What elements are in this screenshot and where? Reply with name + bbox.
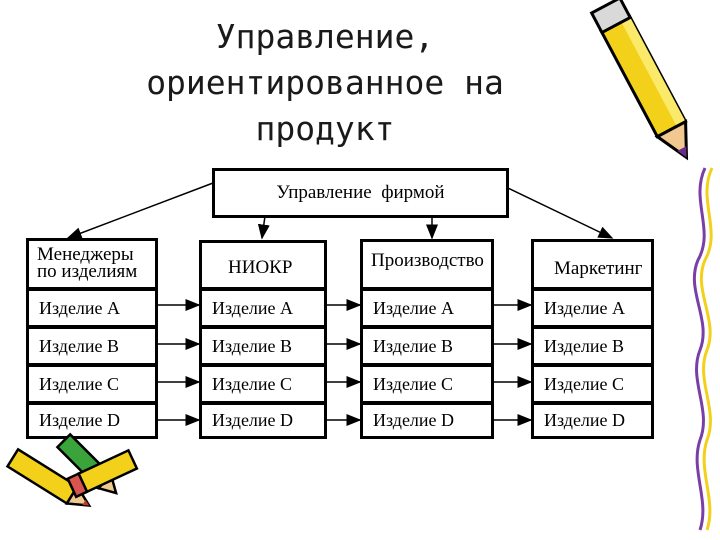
- title-line-3: продукт: [255, 109, 395, 148]
- header-line-1: Менеджеры: [37, 244, 134, 265]
- list-item: Изделие В: [199, 326, 327, 366]
- header-line-2: по изделиям: [37, 261, 138, 282]
- list-item: Изделие А: [531, 288, 654, 328]
- header-label: Производство: [371, 250, 484, 271]
- list-item: Изделие В: [531, 326, 654, 366]
- list-item: Изделие D: [26, 402, 158, 439]
- title-line-2: ориентированное на: [146, 63, 504, 102]
- management-box: Управление фирмой: [212, 168, 509, 218]
- column-header-marketing: Маркетинг: [531, 239, 654, 290]
- header-label: Маркетинг: [554, 258, 643, 279]
- list-item: Изделие А: [199, 288, 327, 328]
- list-item: Изделие В: [26, 326, 158, 366]
- list-item: Изделие D: [199, 402, 327, 439]
- header-label: НИОКР: [228, 257, 293, 278]
- list-item: Изделие В: [360, 326, 494, 366]
- management-label: Управление фирмой: [276, 182, 445, 203]
- list-item: Изделие С: [199, 364, 327, 404]
- slide-title: Управление, ориентированное на продукт: [110, 14, 540, 152]
- list-item: Изделие D: [531, 402, 654, 439]
- list-item: Изделие D: [360, 402, 494, 439]
- title-line-1: Управление,: [215, 17, 435, 56]
- list-item: Изделие А: [26, 288, 158, 328]
